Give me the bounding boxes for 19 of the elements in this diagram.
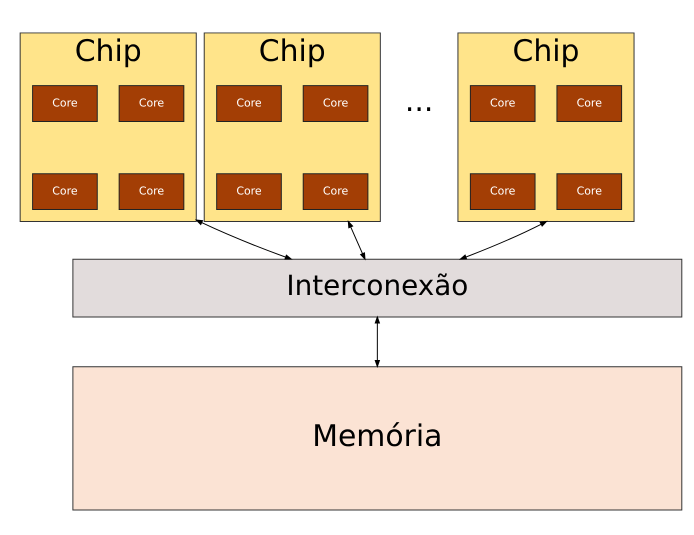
arrow bbox=[194, 219, 293, 260]
node-box: Core bbox=[216, 173, 282, 210]
node-box: Core bbox=[32, 173, 98, 210]
node-box: Core bbox=[556, 173, 622, 210]
node-box: Core bbox=[470, 85, 536, 122]
arrow bbox=[374, 316, 380, 368]
node-box: Interconexão bbox=[72, 258, 682, 318]
label: ... bbox=[404, 84, 434, 120]
node-box: Core bbox=[556, 85, 622, 122]
node-box: Core bbox=[470, 173, 536, 210]
arrow bbox=[458, 220, 548, 260]
node-box: Core bbox=[302, 173, 368, 210]
node-box: Core bbox=[302, 85, 368, 122]
node-box: Core bbox=[118, 173, 184, 210]
node-box: Core bbox=[118, 85, 184, 122]
arrow bbox=[348, 220, 366, 261]
node-box: Core bbox=[32, 85, 98, 122]
node-box: Memória bbox=[72, 366, 682, 511]
node-box: Core bbox=[216, 85, 282, 122]
